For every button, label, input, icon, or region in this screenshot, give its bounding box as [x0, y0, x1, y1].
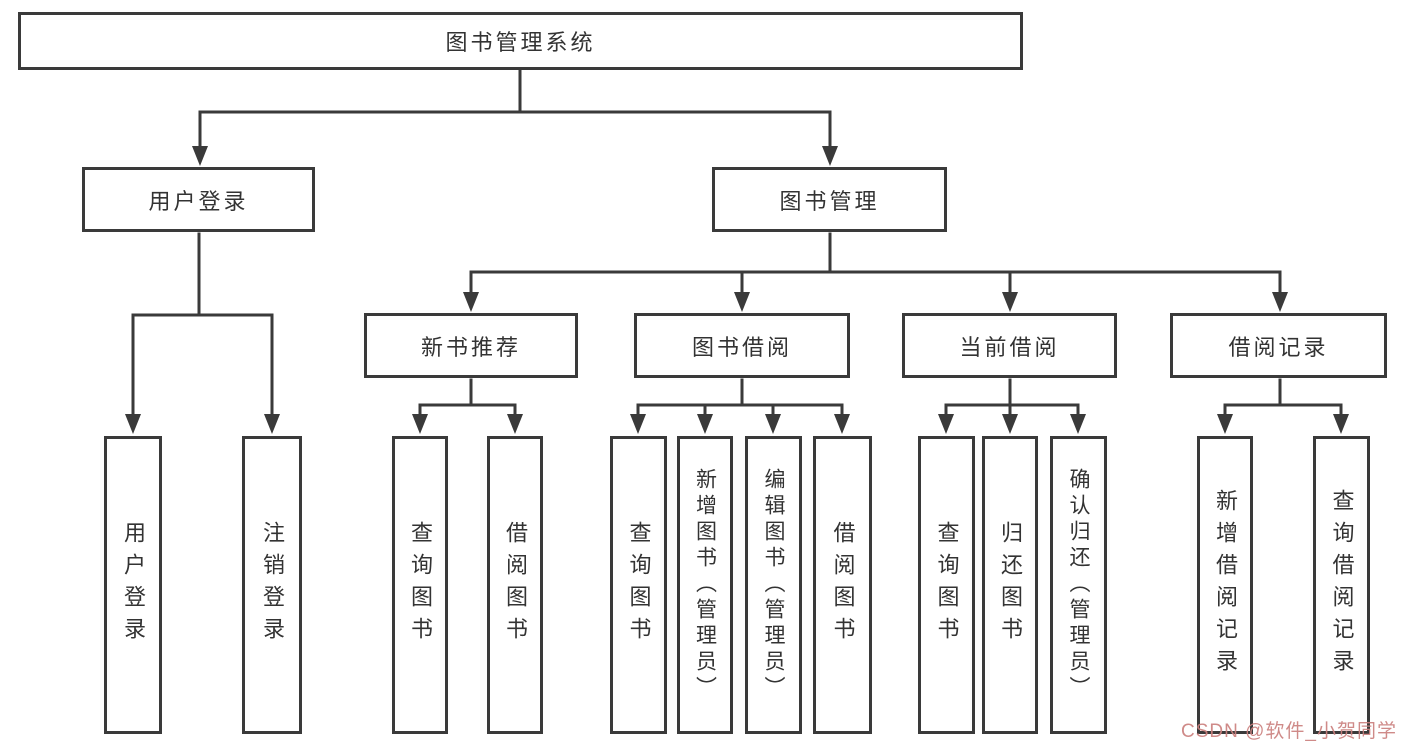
leaf-confirm-return-admin: 确认归还（管理员） [1050, 436, 1107, 734]
leaf-return-books: 归还图书 [982, 436, 1038, 734]
leaf-borrow-books-1-label: 借阅图书 [503, 521, 528, 649]
leaf-edit-books-admin-label: 编辑图书（管理员） [762, 468, 785, 702]
connector-user-login [131, 232, 274, 418]
node-current-borrow: 当前借阅 [902, 313, 1117, 378]
arrow-leaf [765, 414, 781, 434]
leaf-logout-label: 注销登录 [260, 521, 285, 649]
leaf-borrow-books-2: 借阅图书 [813, 436, 872, 734]
leaf-query-borrow-record: 查询借阅记录 [1313, 436, 1370, 734]
csdn-watermark: CSDN @软件_小贺同学 [1181, 721, 1397, 742]
arrow-leaf [1070, 414, 1086, 434]
leaf-user-login-label: 用户登录 [121, 521, 146, 649]
leaf-query-books-1-label: 查询图书 [408, 521, 433, 649]
leaf-add-books-admin-label: 新增图书（管理员） [693, 468, 717, 702]
leaf-query-books-2-label: 查询图书 [626, 521, 652, 649]
node-user-login-label: 用户登录 [148, 188, 249, 214]
node-book-mgmt-label: 图书管理 [779, 188, 880, 214]
node-book-borrow: 图书借阅 [634, 313, 850, 378]
node-user-login: 用户登录 [82, 167, 315, 232]
node-new-books-label: 新书推荐 [420, 334, 521, 360]
leaf-borrow-books-1: 借阅图书 [487, 436, 543, 734]
node-root-label: 图书管理系统 [445, 30, 596, 55]
leaf-logout: 注销登录 [242, 436, 302, 734]
arrow-to-borrow [734, 292, 750, 312]
arrow-leaf [697, 414, 713, 434]
arrow-to-user-login [192, 146, 208, 166]
arrow-leaf [412, 414, 428, 434]
connector-root [198, 68, 832, 150]
arrow-leaf [264, 414, 280, 434]
arrow-leaf [834, 414, 850, 434]
leaf-query-books-2: 查询图书 [610, 436, 667, 734]
leaf-return-books-label: 归还图书 [998, 521, 1023, 649]
leaf-add-books-admin: 新增图书（管理员） [677, 436, 733, 734]
arrow-to-current [1002, 292, 1018, 312]
arrow-to-book-mgmt [822, 146, 838, 166]
leaf-query-borrow-record-label: 查询借阅记录 [1329, 489, 1355, 681]
node-borrow-records-label: 借阅记录 [1228, 334, 1329, 360]
arrow-leaf [1217, 414, 1233, 434]
leaf-edit-books-admin: 编辑图书（管理员） [745, 436, 802, 734]
arrow-to-new-books [463, 292, 479, 312]
leaf-add-borrow-record: 新增借阅记录 [1197, 436, 1253, 734]
connector-borrow [636, 378, 844, 418]
leaf-query-books-3: 查询图书 [918, 436, 975, 734]
leaf-add-borrow-record-label: 新增借阅记录 [1213, 489, 1238, 681]
node-current-borrow-label: 当前借阅 [959, 334, 1060, 360]
connector-records [1223, 378, 1343, 418]
leaf-confirm-return-admin-label: 确认归还（管理员） [1067, 468, 1090, 702]
arrow-to-records [1272, 292, 1288, 312]
leaf-borrow-books-2-label: 借阅图书 [830, 521, 856, 649]
arrow-leaf [938, 414, 954, 434]
node-book-mgmt: 图书管理 [712, 167, 947, 232]
connector-new-books [418, 378, 517, 418]
connector-current [944, 378, 1080, 418]
arrow-leaf [630, 414, 646, 434]
node-borrow-records: 借阅记录 [1170, 313, 1387, 378]
leaf-user-login: 用户登录 [104, 436, 162, 734]
node-new-books: 新书推荐 [364, 313, 578, 378]
node-book-borrow-label: 图书借阅 [691, 334, 792, 360]
node-root: 图书管理系统 [18, 12, 1023, 70]
arrow-leaf [507, 414, 523, 434]
leaf-query-books-3-label: 查询图书 [934, 521, 960, 649]
connector-book-mgmt [469, 232, 1282, 296]
leaf-query-books-1: 查询图书 [392, 436, 448, 734]
arrow-leaf [125, 414, 141, 434]
arrow-leaf [1333, 414, 1349, 434]
arrow-leaf [1002, 414, 1018, 434]
